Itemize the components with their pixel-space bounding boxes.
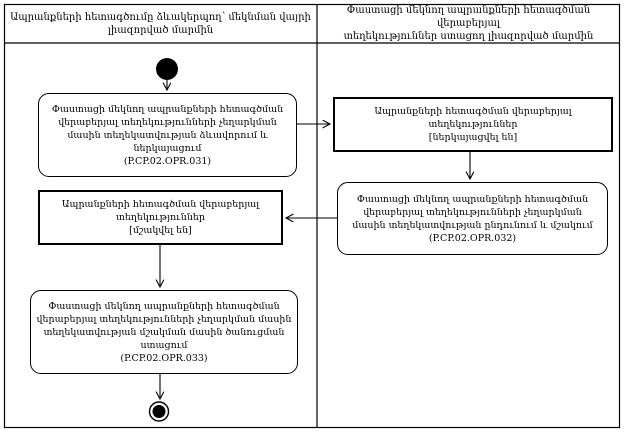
- swimlane-header-departure-authority: Ապրանքների հետագծումը ձևակերպող՝ մեկնման…: [10, 11, 311, 36]
- activity-node-opr-032: Փաստացի մեկնող ապրանքների հետագծման վերա…: [337, 182, 608, 255]
- object-node-info-submitted: Ապրանքների հետագծման վերաբերյալ տեղեկութ…: [333, 97, 613, 152]
- swimlane-header-receiving-authority: Փաստացի մեկնող ապրանքների հետագծման վերա…: [343, 5, 594, 42]
- diagram-outer-border: [3, 3, 621, 429]
- start-node-icon: [156, 58, 178, 80]
- object-node-info-processed: Ապրանքների հետագծման վերաբերյալ տեղեկութ…: [38, 190, 283, 245]
- end-node-ring-icon: [148, 401, 170, 422]
- activity-node-opr-031: Փաստացի մեկնող ապրանքների հետագծման վերա…: [38, 93, 297, 177]
- activity-node-opr-033: Փաստացի մեկնող ապրանքների հետագծման վերա…: [30, 290, 298, 374]
- end-node-icon: [152, 405, 166, 418]
